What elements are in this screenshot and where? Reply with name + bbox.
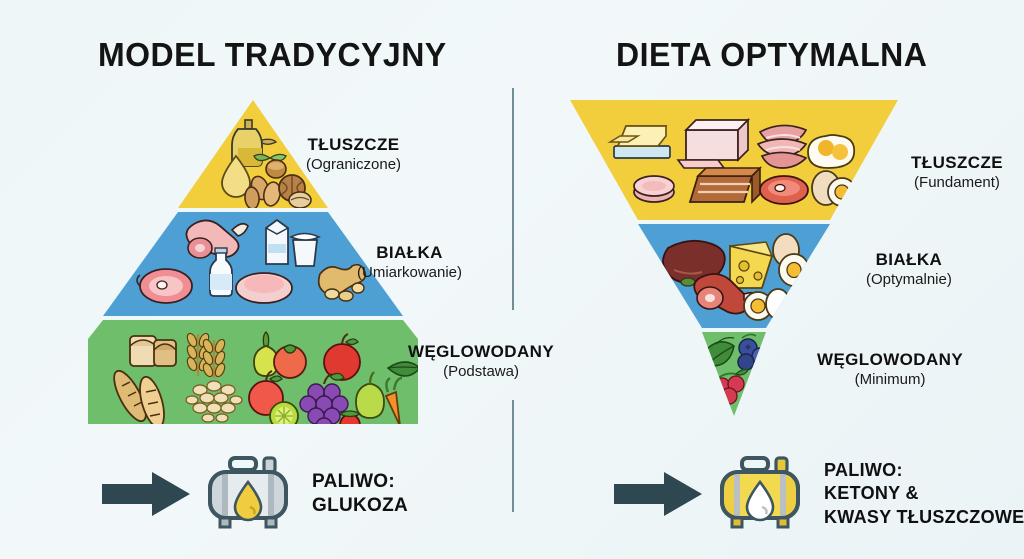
fuel-row-traditional: PALIWO: GLUKOZA bbox=[100, 452, 408, 536]
label-fat-traditional-sub: (Ograniczone) bbox=[306, 156, 402, 174]
tomato-icon bbox=[273, 344, 307, 379]
pyramid-traditional-svg bbox=[88, 100, 422, 424]
label-protein-traditional-title: BIAŁKA bbox=[376, 243, 443, 262]
panel-title-optimal: DIETA OPTYMALNA bbox=[616, 36, 928, 73]
baguettes-icon bbox=[113, 369, 165, 424]
pyramid-traditional bbox=[88, 96, 422, 426]
tier-fat-optimal-foods bbox=[607, 117, 857, 207]
sliced-bread-icon bbox=[129, 335, 177, 367]
tier-fat-foods bbox=[221, 119, 312, 208]
fuel-label-optimal-line3: KWASY TŁUSZCZOWE bbox=[824, 506, 1024, 527]
liver-icon bbox=[662, 239, 726, 287]
steak-icon bbox=[136, 268, 193, 304]
fuel-tank-yellow-icon bbox=[720, 456, 800, 529]
tier-carbs-optimal bbox=[702, 332, 766, 416]
bell-pepper-icon bbox=[355, 371, 385, 419]
panel-divider-top bbox=[512, 88, 514, 310]
strawberry-icon bbox=[338, 410, 362, 424]
fuel-label-traditional-line1: PALIWO: bbox=[312, 470, 396, 492]
butter-block-icon bbox=[607, 125, 671, 159]
fuel-row-optimal: PALIWO: KETONY & KWASY TŁUSZCZOWE bbox=[612, 452, 1024, 536]
peanuts-icon bbox=[317, 263, 367, 302]
tier-carbs-foods bbox=[113, 331, 422, 424]
fuel-label-traditional: PALIWO: GLUKOZA bbox=[312, 470, 408, 519]
tier-protein-traditional bbox=[103, 212, 403, 316]
fuel-tank-gray-icon bbox=[208, 456, 288, 529]
tier-fat-optimal bbox=[570, 100, 898, 220]
fuel-label-optimal: PALIWO: KETONY & KWASY TŁUSZCZOWE bbox=[824, 459, 1024, 528]
arrow-right-icon bbox=[614, 472, 702, 516]
label-carbs-traditional: WĘGLOWODANY (Podstawa) bbox=[408, 342, 554, 381]
milk-bottle-icon bbox=[209, 247, 233, 297]
yogurt-cup-icon bbox=[289, 232, 321, 267]
tier-carbs-traditional bbox=[88, 320, 422, 424]
label-carbs-optimal-sub: (Minimum) bbox=[854, 371, 926, 389]
label-carbs-traditional-title: WĘGLOWODANY bbox=[408, 342, 555, 361]
label-fat-traditional: TŁUSZCZE (Ograniczone) bbox=[306, 135, 401, 174]
label-fat-optimal: TŁUSZCZE (Fundament) bbox=[911, 153, 1003, 192]
tier-protein-foods bbox=[136, 218, 367, 304]
label-protein-optimal-sub: (Optymalnie) bbox=[866, 271, 952, 289]
pyramid-optimal-svg bbox=[570, 100, 898, 416]
fuel-label-traditional-line2: GLUKOZA bbox=[312, 495, 409, 516]
hazelnut-icon bbox=[253, 153, 287, 179]
bacon-slab-icon bbox=[688, 166, 762, 204]
pyramid-optimal bbox=[570, 98, 898, 418]
milk-carton-icon bbox=[265, 218, 289, 265]
label-protein-traditional: BIAŁKA (Umiarkowanie) bbox=[357, 243, 462, 282]
bacon-strips-icon bbox=[756, 124, 808, 169]
carrot-icon bbox=[384, 376, 403, 424]
panel-divider-bottom bbox=[512, 400, 514, 512]
label-carbs-optimal: WĘGLOWODANY (Minimum) bbox=[817, 350, 963, 389]
arrow-right-icon bbox=[102, 472, 190, 516]
pork-belly-icon bbox=[676, 117, 751, 169]
label-fat-optimal-sub: (Fundament) bbox=[914, 174, 1000, 192]
oil-drop-icon bbox=[221, 154, 251, 198]
walnuts-icon bbox=[278, 174, 312, 208]
label-carbs-traditional-sub: (Podstawa) bbox=[443, 363, 519, 381]
apple-icon bbox=[323, 333, 361, 381]
tier-fat-traditional bbox=[178, 100, 328, 208]
tier-protein-optimal bbox=[638, 224, 830, 328]
almonds-icon bbox=[244, 175, 282, 208]
wheat-ears-icon bbox=[186, 332, 226, 378]
lime-icon bbox=[269, 401, 299, 424]
label-protein-traditional-sub: (Umiarkowanie) bbox=[357, 264, 463, 282]
egg-halved-icon bbox=[772, 233, 810, 287]
label-protein-optimal: BIAŁKA (Optymalnie) bbox=[866, 250, 952, 289]
panel-title-traditional: MODEL TRADYCYJNY bbox=[98, 36, 447, 73]
grapes-icon bbox=[299, 372, 349, 424]
ham-slices-icon bbox=[633, 175, 675, 203]
fuel-label-optimal-line2: KETONY & bbox=[824, 483, 919, 504]
tier-protein-optimal-foods bbox=[662, 233, 810, 321]
label-protein-optimal-title: BIAŁKA bbox=[875, 250, 943, 269]
label-carbs-optimal-title: WĘGLOWODANY bbox=[817, 350, 964, 369]
ham-leg-optimal-icon bbox=[693, 273, 762, 315]
fuel-label-optimal-line1: PALIWO: bbox=[824, 460, 903, 481]
fried-egg-icon bbox=[807, 134, 856, 169]
steak-optimal-icon bbox=[759, 175, 809, 205]
label-fat-traditional-title: TŁUSZCZE bbox=[307, 135, 400, 154]
label-fat-optimal-title: TŁUSZCZE bbox=[911, 153, 1003, 172]
swiss-cheese-icon bbox=[729, 241, 774, 289]
chicken-breast-icon bbox=[235, 272, 293, 304]
oat-flakes-icon bbox=[185, 380, 243, 423]
